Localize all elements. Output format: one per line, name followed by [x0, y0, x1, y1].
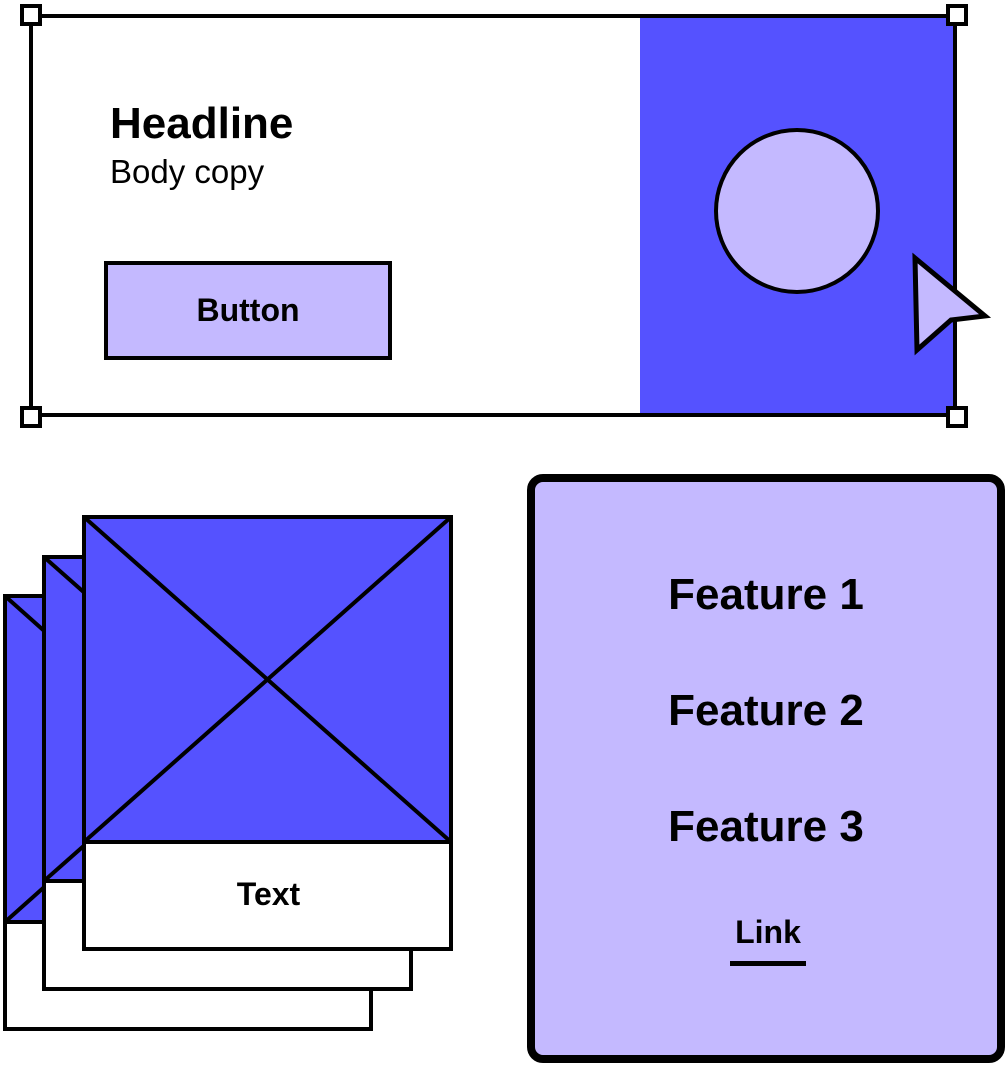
cta-button-label: Button [196, 292, 300, 328]
resize-handle-top-left[interactable] [20, 4, 42, 26]
pointer-cursor-icon [912, 252, 992, 356]
feature-item-3: Feature 3 [668, 802, 864, 851]
resize-handle-bottom-right[interactable] [946, 406, 968, 428]
link-underline [730, 961, 806, 966]
card-front-image-placeholder [82, 515, 453, 844]
hero-headline: Headline [110, 99, 294, 148]
feature-item-2: Feature 2 [668, 686, 864, 735]
media-circle-placeholder [714, 128, 880, 294]
resize-handle-top-right[interactable] [946, 4, 968, 26]
feature-link[interactable]: Link [735, 914, 801, 950]
resize-handle-bottom-left[interactable] [20, 406, 42, 428]
feature-item-1: Feature 1 [668, 570, 864, 619]
cta-button[interactable]: Button [104, 261, 392, 360]
hero-body-copy: Body copy [110, 153, 265, 190]
card-text-label: Text [236, 876, 301, 912]
feature-list-panel [527, 474, 1005, 1063]
